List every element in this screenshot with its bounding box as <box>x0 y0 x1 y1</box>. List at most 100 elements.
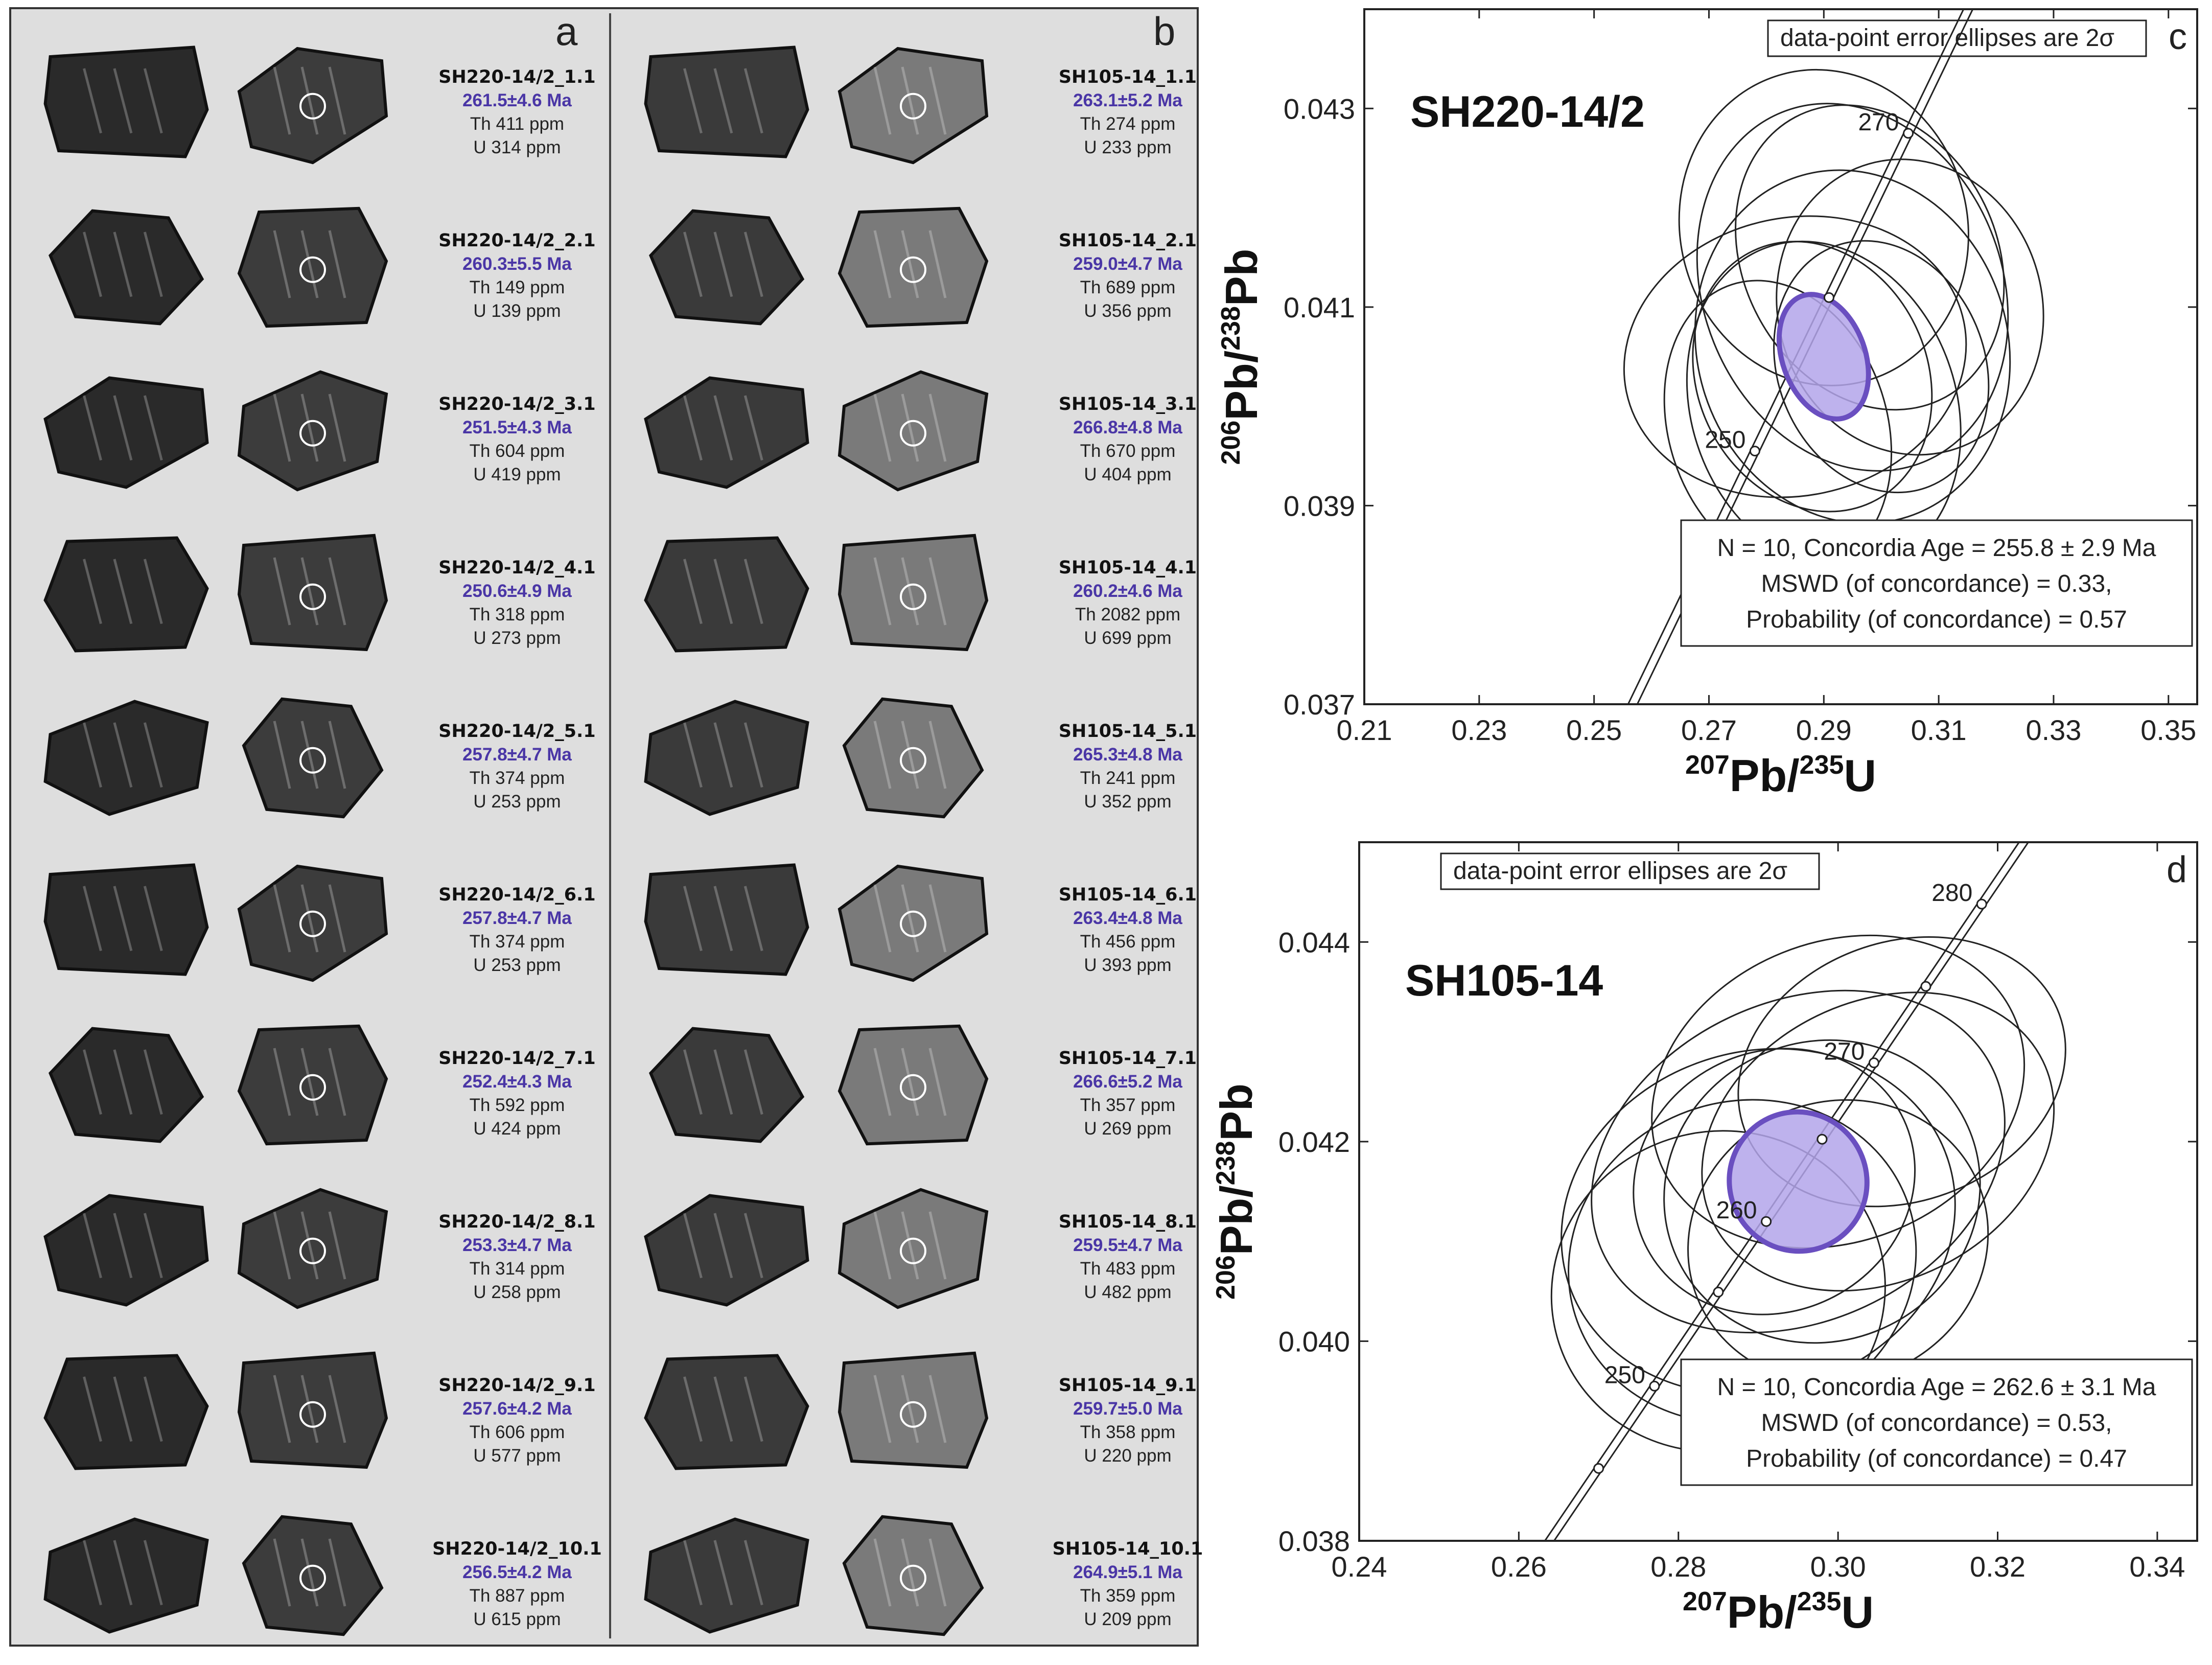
y-axis-label: 206Pb/238Pb <box>1211 1083 1262 1300</box>
result-line: Probability (of concordance) = 0.47 <box>1746 1445 2127 1472</box>
grain-age: 261.5±4.6 Ma <box>462 90 572 110</box>
x-label-text: U <box>1841 1587 1874 1637</box>
grain-th: Th 358 ppm <box>1080 1422 1176 1442</box>
grain-th: Th 604 ppm <box>469 441 565 461</box>
concordia-age-ellipse <box>1776 292 1871 422</box>
grain-u: U 424 ppm <box>473 1119 561 1139</box>
analysis-spot-circle <box>299 1074 326 1101</box>
analysis-spot-circle <box>900 910 926 937</box>
concordia-age-marker <box>1823 292 1834 303</box>
ellipse-note-box <box>1440 852 1820 890</box>
grain-id: SH105-14_10.1 <box>1052 1539 1203 1559</box>
y-tick-label: 0.037 <box>1284 688 1355 721</box>
x-tick-label: 0.34 <box>2129 1551 2185 1583</box>
grain-cl-image <box>837 534 989 652</box>
concordia-age-label: 260 <box>1716 1197 1757 1224</box>
analysis-spot-circle <box>299 1564 326 1591</box>
sample-label: SH220-14/2 <box>1410 87 1645 136</box>
grain-cl-image <box>837 370 989 492</box>
grain-optical-image <box>48 209 204 326</box>
concordia-age-label: 270 <box>1858 109 1899 136</box>
grain-u: U 233 ppm <box>1084 137 1172 157</box>
grain-cl-image <box>242 1515 384 1636</box>
y-tick-label: 0.044 <box>1278 926 1350 958</box>
grain-cl-image <box>837 206 989 328</box>
grain-age: 264.9±5.1 Ma <box>1073 1562 1182 1582</box>
analysis-spot-circle <box>900 1401 926 1428</box>
grain-id: SH220-14/2_2.1 <box>438 230 596 251</box>
grain-age: 256.5±4.2 Ma <box>462 1562 572 1582</box>
grain-age: 257.8±4.7 Ma <box>462 745 572 765</box>
analysis-spot-circle <box>299 1401 326 1428</box>
x-tick-label: 0.35 <box>2140 714 2196 746</box>
concordia-age-marker <box>1593 1463 1604 1474</box>
result-box <box>1680 1358 2193 1486</box>
grain-id: SH220-14/2_8.1 <box>438 1212 596 1232</box>
grain-id: SH105-14_9.1 <box>1058 1375 1197 1396</box>
x-label-text: Pb/ <box>1730 750 1800 801</box>
x-label-superscript: 207 <box>1685 750 1730 780</box>
grain-u: U 209 ppm <box>1084 1609 1172 1629</box>
grain-cl-image <box>837 1188 989 1309</box>
grain-th: Th 318 ppm <box>469 605 565 625</box>
concordia-age-marker <box>1649 1380 1660 1392</box>
grain-row: SH105-14_10.1 264.9±5.1 Ma Th 359 ppm U 209… <box>612 1501 1203 1665</box>
y-label-text: Pb <box>1211 1083 1262 1141</box>
grain-age: 263.1±5.2 Ma <box>1073 90 1182 110</box>
grain-id: SH220-14/2_1.1 <box>438 67 596 87</box>
grain-th: Th 483 ppm <box>1080 1259 1176 1279</box>
concordia-age-label: 250 <box>1705 427 1745 454</box>
grain-age: 257.6±4.2 Ma <box>462 1399 572 1419</box>
panel-letter: d <box>2167 849 2187 890</box>
analysis-spot-circle <box>299 583 326 610</box>
grain-id: SH220-14/2_4.1 <box>438 558 596 578</box>
grain-optical-image <box>43 1194 209 1307</box>
grain-th: Th 359 ppm <box>1080 1586 1176 1606</box>
grain-id: SH220-14/2_10.1 <box>432 1539 602 1559</box>
x-axis-label: 207Pb/235U <box>1685 750 1876 801</box>
analysis-spot-circle <box>900 92 926 120</box>
concordia-age-label: 280 <box>1931 880 1972 907</box>
concordia-age-marker <box>1903 128 1914 139</box>
grain-u: U 220 ppm <box>1084 1446 1172 1466</box>
analysis-spot-circle <box>900 747 926 774</box>
result-line: MSWD (of concordance) = 0.33, <box>1761 570 2112 597</box>
grain-cl-image <box>837 47 989 165</box>
analysis-spot-circle <box>299 92 326 120</box>
sample-label: SH105-14 <box>1405 956 1603 1005</box>
grain-th: Th 456 ppm <box>1080 932 1176 952</box>
y-label-superscript: 206 <box>1216 421 1246 465</box>
concordia-age-marker <box>1761 1216 1772 1227</box>
grain-optical-image <box>644 536 809 653</box>
analysis-spot-circle <box>299 1237 326 1264</box>
grain-th: Th 689 ppm <box>1080 278 1176 297</box>
x-tick-label: 0.23 <box>1451 714 1507 746</box>
grain-u: U 393 ppm <box>1084 955 1172 975</box>
grain-u: U 356 ppm <box>1084 301 1172 321</box>
error-ellipse <box>1694 169 2011 524</box>
x-tick-label: 0.33 <box>2025 714 2081 746</box>
panel-letter-b: b <box>1153 9 1176 54</box>
grain-age: 251.5±4.3 Ma <box>462 418 572 437</box>
analysis-spot-circle <box>299 910 326 937</box>
grain-age: 259.7±5.0 Ma <box>1073 1399 1182 1419</box>
x-tick-label: 0.29 <box>1796 714 1852 746</box>
error-ellipse <box>1633 1048 1916 1315</box>
